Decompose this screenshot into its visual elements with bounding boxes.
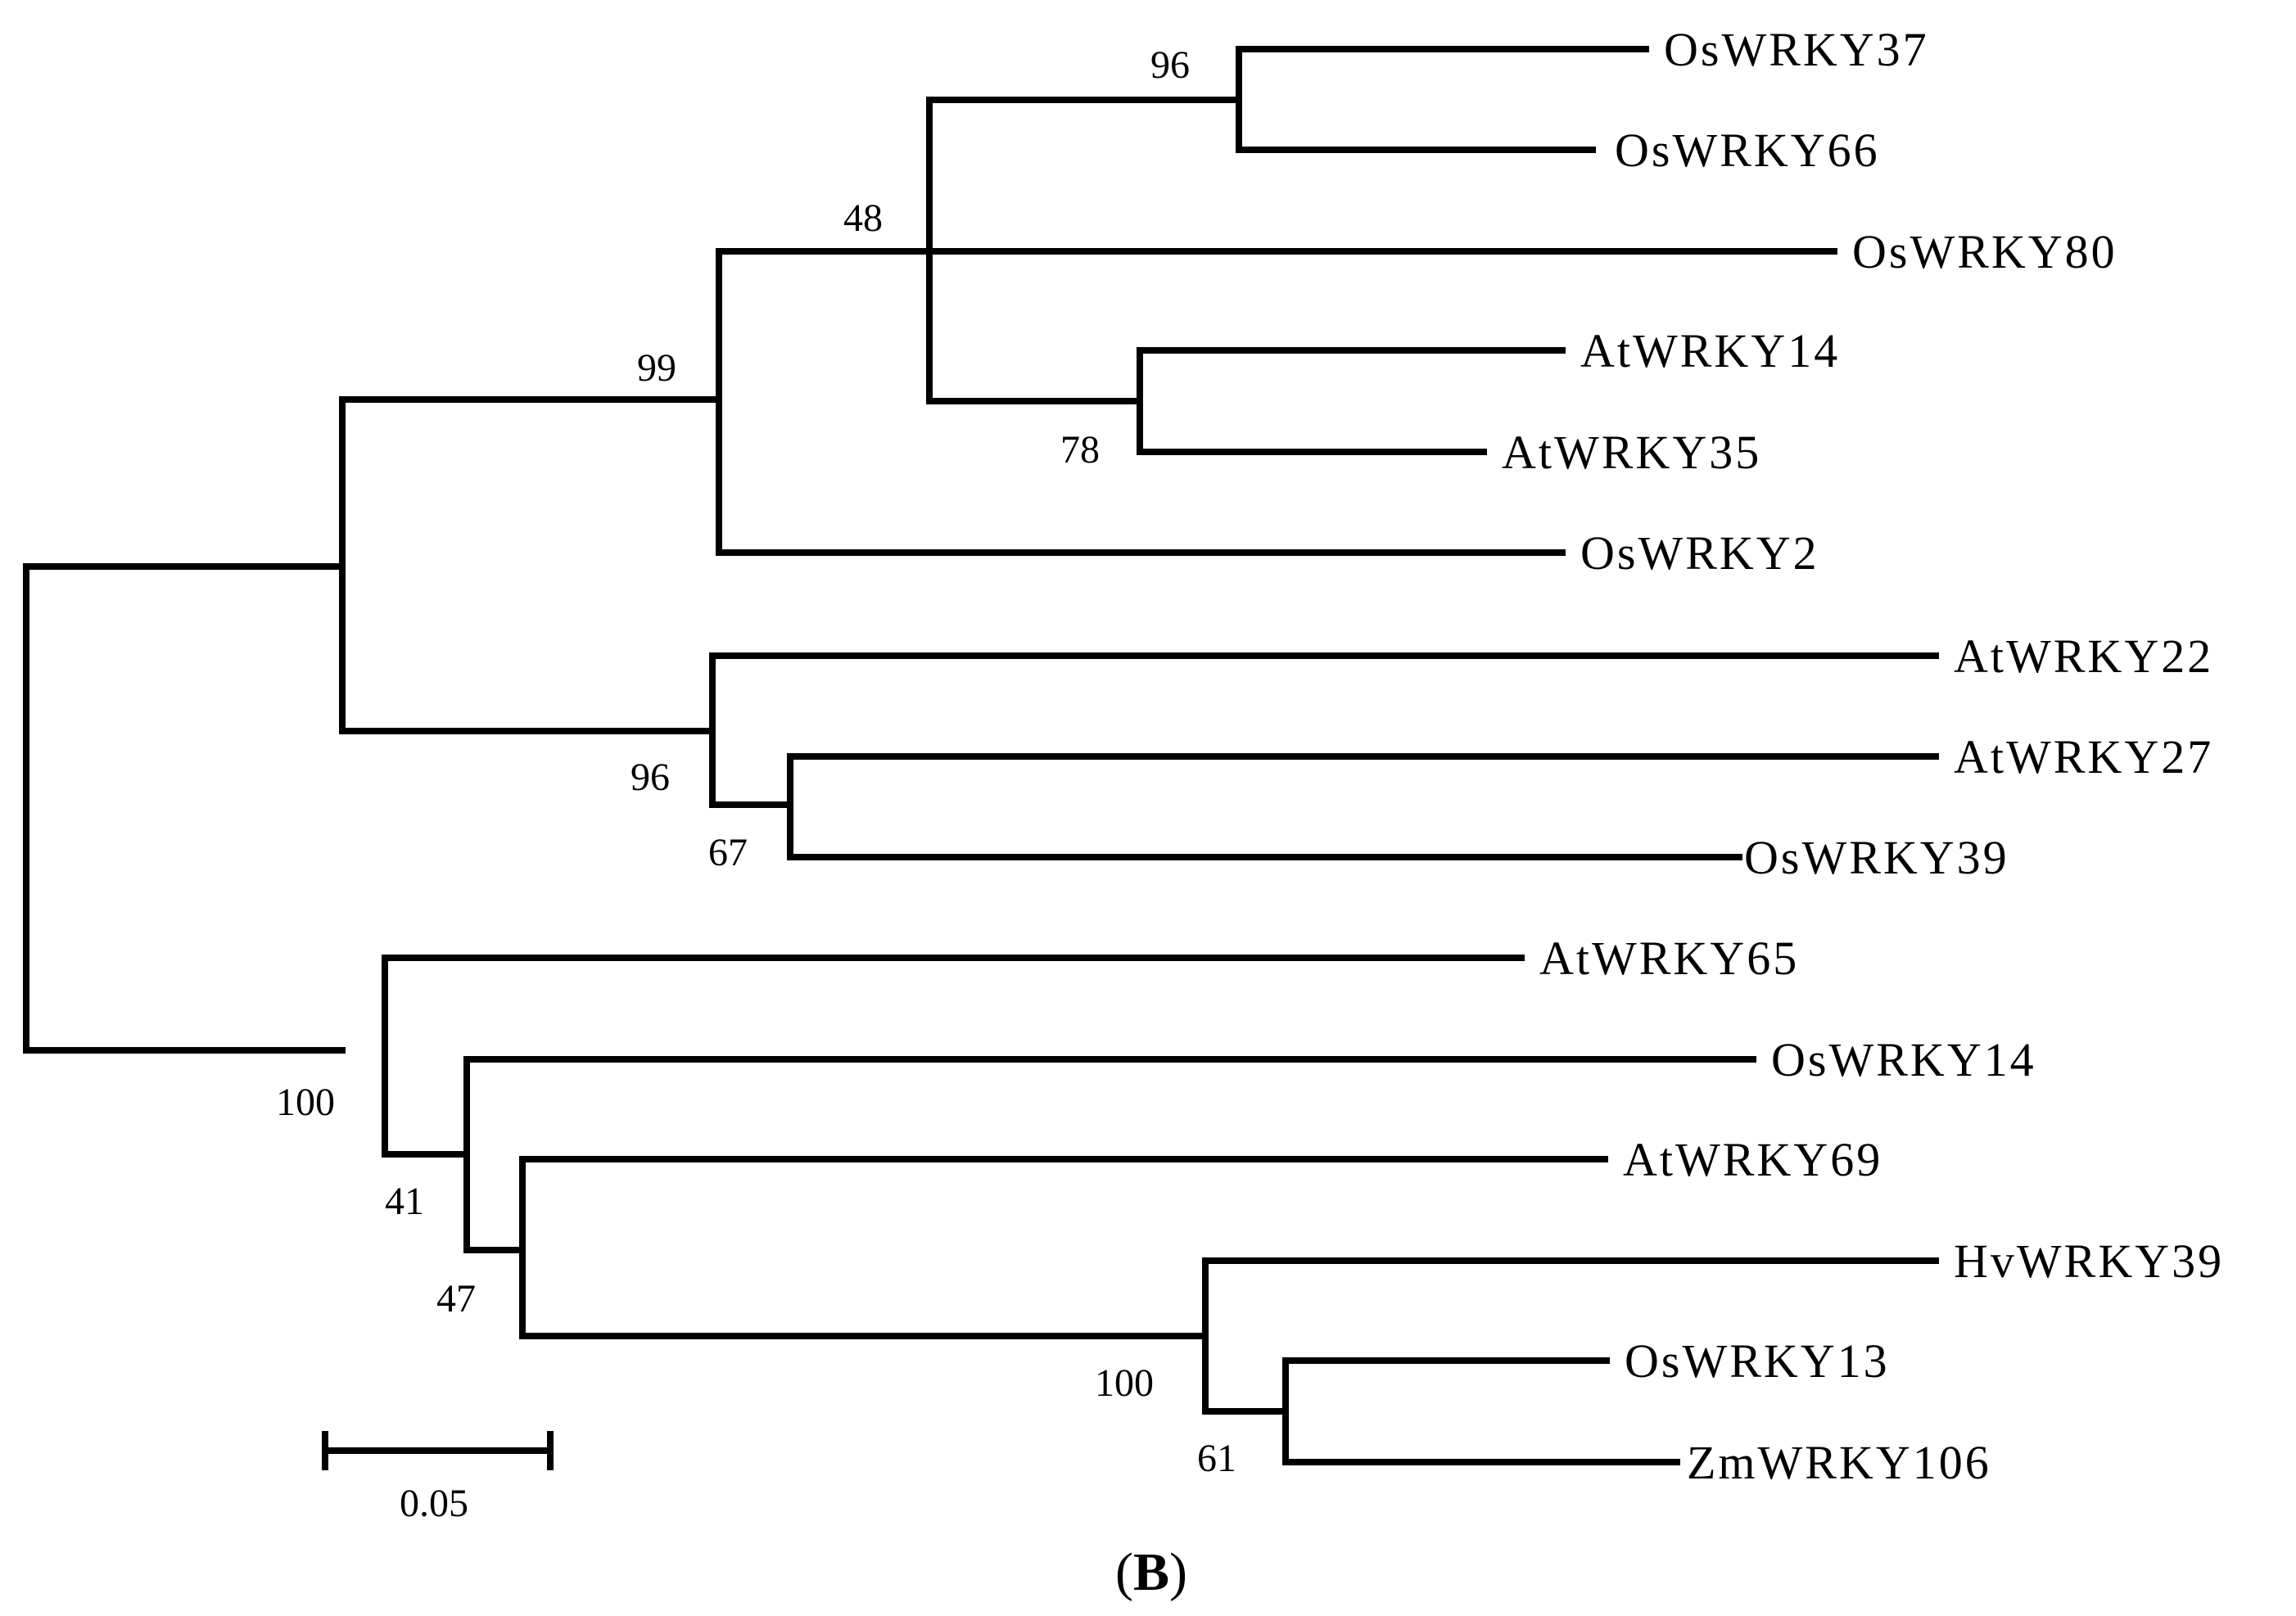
branch-node-96-mid bbox=[709, 652, 1939, 808]
bootstrap-label: 100 bbox=[1095, 1361, 1154, 1405]
leaf-label: AtWRKY14 bbox=[1580, 324, 1840, 377]
branch-node-100-inner bbox=[1202, 1257, 1939, 1415]
leaf-label: AtWRKY35 bbox=[1502, 426, 1761, 479]
leaf-label: OsWRKY37 bbox=[1664, 23, 1929, 76]
branch-node-61 bbox=[1282, 1357, 1680, 1465]
scale-bar: 0.05 bbox=[322, 1431, 554, 1525]
bootstrap-label: 100 bbox=[276, 1081, 335, 1124]
leaf-label: AtWRKY22 bbox=[1954, 630, 2213, 683]
bootstrap-label: 61 bbox=[1197, 1437, 1236, 1480]
branch-node-48 bbox=[926, 97, 1837, 404]
leaf-label: AtWRKY69 bbox=[1623, 1133, 1882, 1186]
branch-node-99 bbox=[716, 248, 1566, 556]
branch-node-100-lower bbox=[382, 955, 1525, 1158]
bootstrap-label: 47 bbox=[436, 1277, 476, 1320]
leaf-label: ZmWRKY106 bbox=[1687, 1436, 1991, 1489]
bootstrap-label: 67 bbox=[708, 831, 748, 874]
scale-bar-line bbox=[322, 1431, 554, 1470]
leaf-label: OsWRKY66 bbox=[1615, 124, 1880, 177]
bootstrap-label: 96 bbox=[630, 756, 670, 799]
branch-root bbox=[23, 563, 346, 1054]
bootstrap-label: 99 bbox=[637, 346, 676, 390]
leaf-label: OsWRKY2 bbox=[1580, 526, 1819, 580]
branch-clade-upper bbox=[339, 396, 722, 734]
leaf-label: AtWRKY65 bbox=[1539, 932, 1799, 985]
leaf-label: OsWRKY13 bbox=[1625, 1334, 1890, 1388]
panel-label: (B) bbox=[1115, 1542, 1187, 1602]
branch-node-96-top bbox=[1236, 46, 1649, 153]
leaf-labels: OsWRKY37 OsWRKY66 OsWRKY80 AtWRKY14 AtWR… bbox=[1502, 23, 2224, 1489]
bootstrap-label: 78 bbox=[1060, 428, 1100, 472]
bootstrap-label: 41 bbox=[385, 1180, 424, 1223]
leaf-label: AtWRKY27 bbox=[1954, 730, 2213, 783]
bootstrap-label: 96 bbox=[1150, 43, 1190, 87]
bootstrap-labels: 96 48 99 78 96 67 100 41 47 100 61 bbox=[276, 43, 1236, 1480]
branch-node-47 bbox=[519, 1156, 1608, 1339]
leaf-label: HvWRKY39 bbox=[1954, 1235, 2224, 1288]
branch-node-78 bbox=[1137, 347, 1566, 455]
leaf-label: OsWRKY14 bbox=[1771, 1033, 2036, 1086]
branch-node-41 bbox=[463, 1056, 1756, 1253]
leaf-label: OsWRKY39 bbox=[1744, 831, 2009, 884]
branch-node-67 bbox=[787, 753, 1939, 860]
bootstrap-label: 48 bbox=[843, 196, 883, 240]
leaf-label: OsWRKY80 bbox=[1852, 225, 2117, 278]
tree-branches bbox=[23, 46, 1939, 1465]
scale-bar-label: 0.05 bbox=[400, 1482, 468, 1525]
